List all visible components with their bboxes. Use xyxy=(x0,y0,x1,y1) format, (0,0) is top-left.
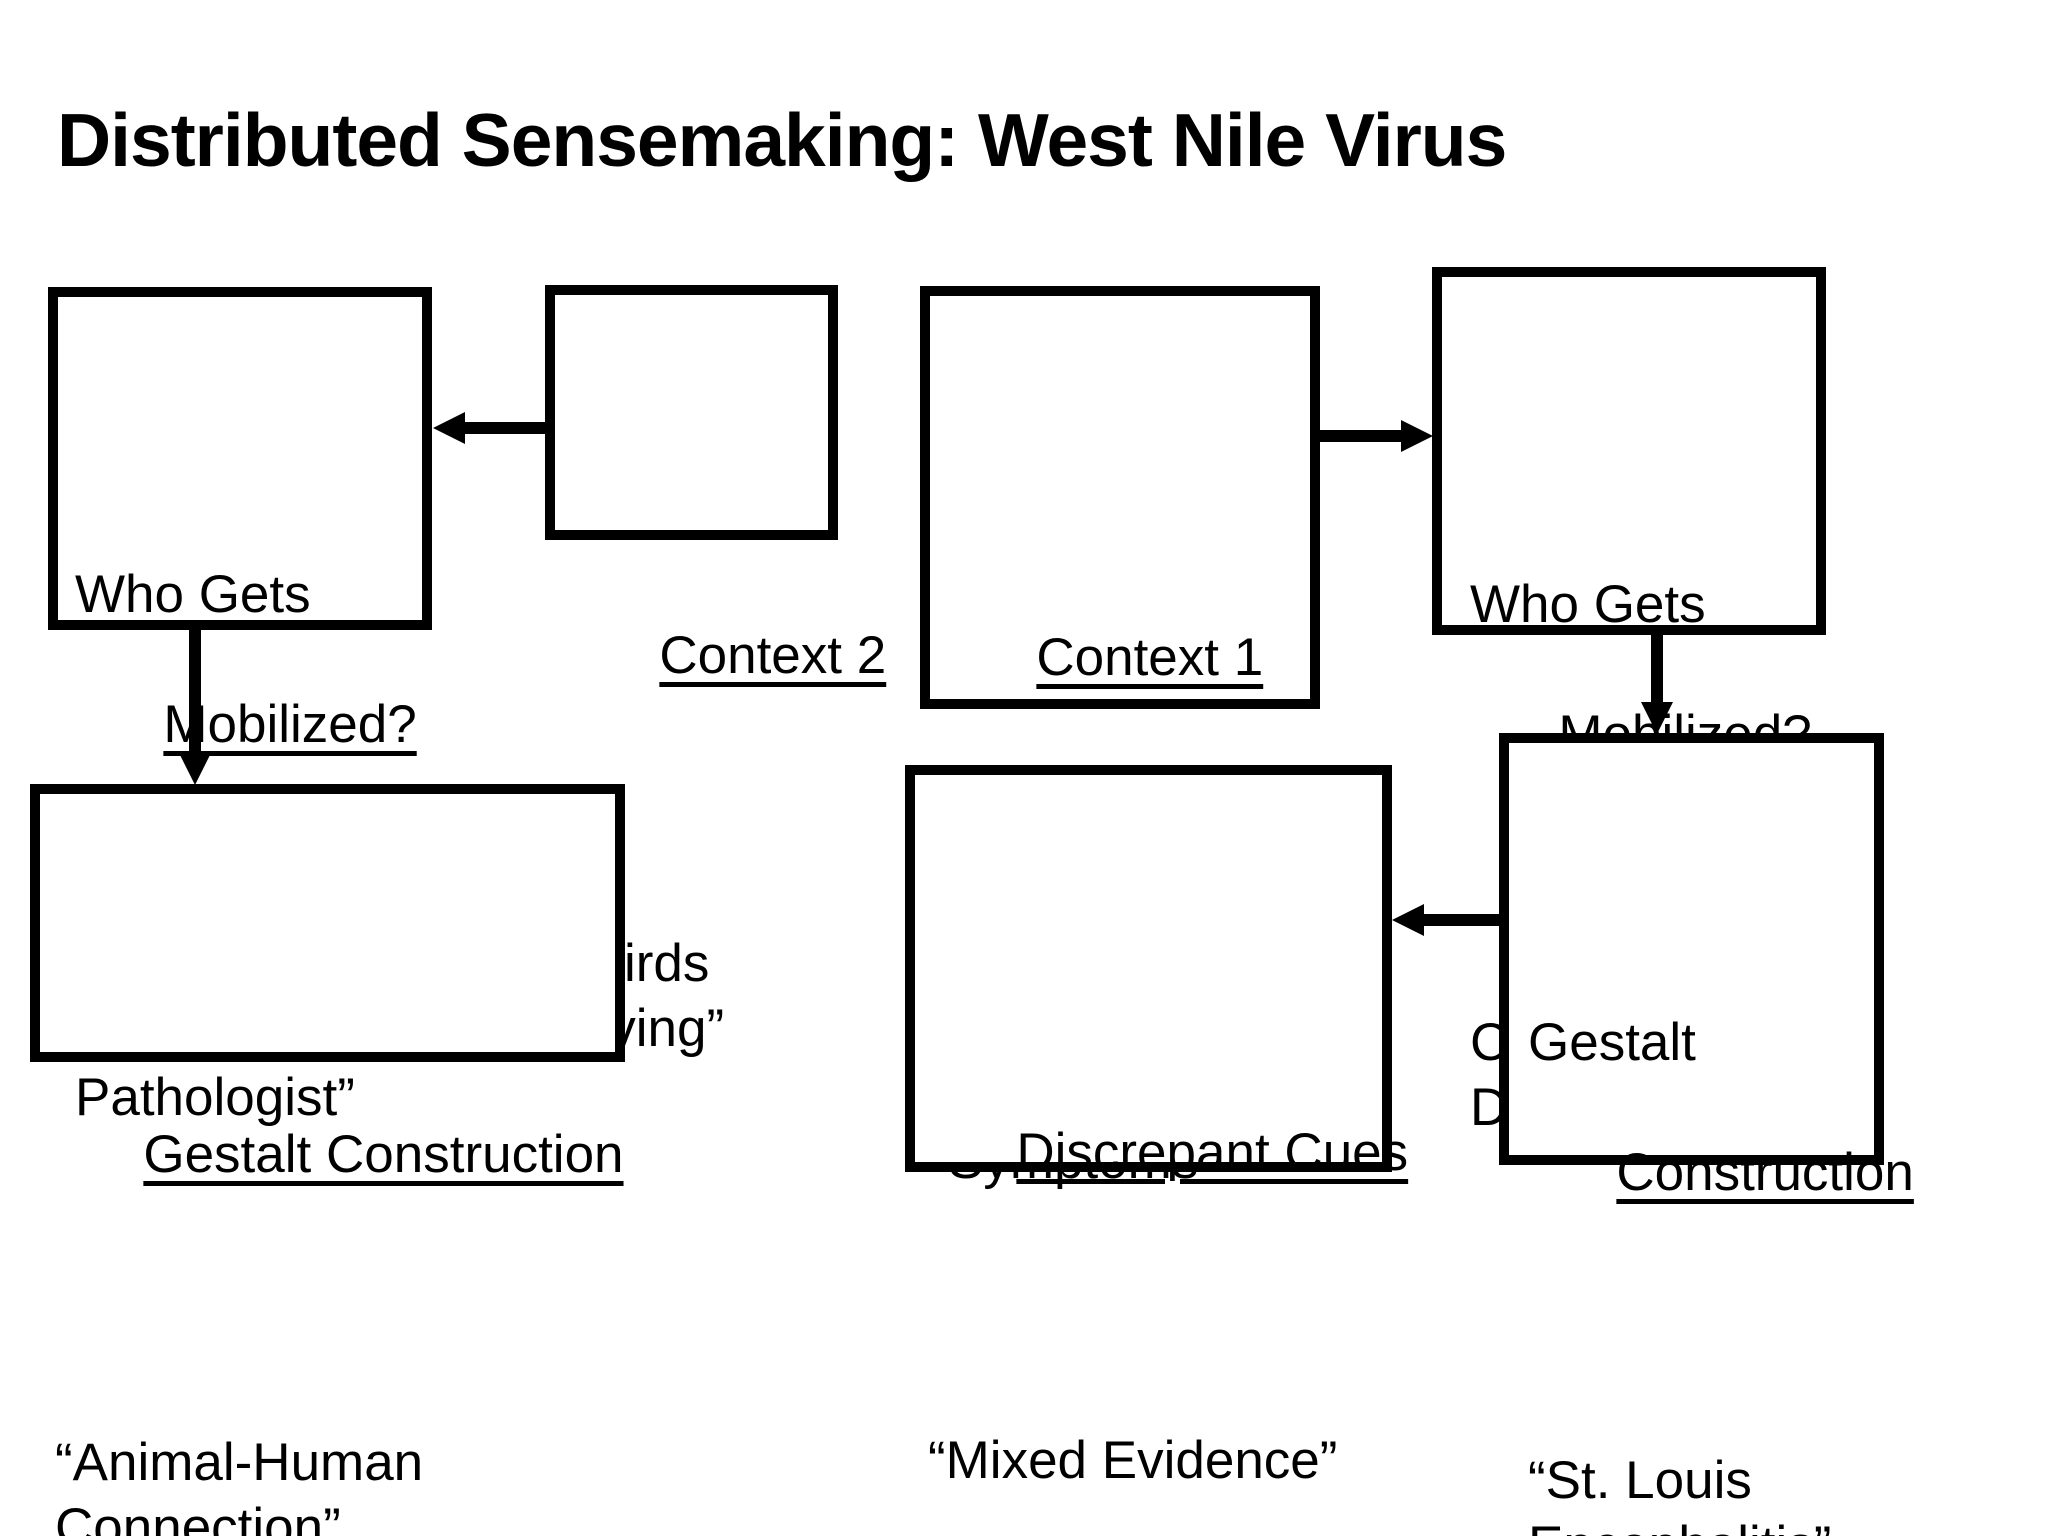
heading-line-1: Who Gets xyxy=(1470,575,1706,634)
slide-title: Distributed Sensemaking: West Nile Virus xyxy=(57,98,1507,182)
arrow-shaft xyxy=(1421,914,1499,926)
heading-underlined: Context 1 xyxy=(1036,628,1264,687)
box-heading: Discrepant Cues xyxy=(928,925,1408,1250)
heading-underlined: Mobilized? xyxy=(163,695,417,754)
heading-underlined: Gestalt Construction xyxy=(143,1125,624,1184)
box-body-text: “Animal-Human Connection” xyxy=(55,1433,424,1536)
box-body-text: “St. Louis Encephalitis” (SLE) xyxy=(1528,1451,1831,1536)
arrow-head xyxy=(1401,420,1433,452)
box-who-gets-mobilized-zoo: Who Gets Mobilized? “Zoo Pathologist” xyxy=(48,287,432,1127)
arrow-head xyxy=(433,412,465,444)
heading-line-1: Who Gets xyxy=(75,565,311,624)
arrow-shaft xyxy=(462,422,545,434)
arrow-head xyxy=(1641,702,1673,734)
box-heading: Context 1 xyxy=(948,430,1302,755)
box-heading: Gestalt Construction xyxy=(55,927,623,1252)
heading-line-1: Gestalt xyxy=(1528,1013,1696,1072)
heading-underlined: Construction xyxy=(1616,1143,1914,1202)
box-context-2: Context 2 “Birds Dying” xyxy=(545,285,886,1058)
box-heading: Who Gets Mobilized? xyxy=(75,432,417,822)
box-heading: Context 2 xyxy=(571,428,886,753)
heading-underlined: Context 2 xyxy=(659,626,887,685)
box-heading: Gestalt Construction xyxy=(1528,880,1914,1270)
arrow-shaft xyxy=(1651,635,1663,705)
arrow-shaft xyxy=(1320,430,1403,442)
arrow-head xyxy=(179,753,211,785)
box-body-text: “Mixed Evidence” “Birds don’t die of SLE… xyxy=(928,1431,1338,1490)
box-gestalt-construction-sle: Gestalt Construction “St. Louis Encephal… xyxy=(1499,733,1914,1536)
box-who-gets-mobilized-cdc: Who Gets Mobilized? CDC, NY DOH xyxy=(1432,267,1826,1137)
box-gestalt-construction-animal-human: Gestalt Construction “Animal-Human Conne… xyxy=(30,784,625,1536)
arrow-head xyxy=(1392,904,1424,936)
heading-underlined: Discrepant Cues xyxy=(1016,1123,1409,1182)
arrow-shaft xyxy=(189,630,201,756)
box-discrepant-cues: Discrepant Cues “Mixed Evidence” “Birds … xyxy=(905,765,1408,1490)
box-context-1: Context 1 “Patients with Unusual Symptom… xyxy=(920,286,1320,1190)
